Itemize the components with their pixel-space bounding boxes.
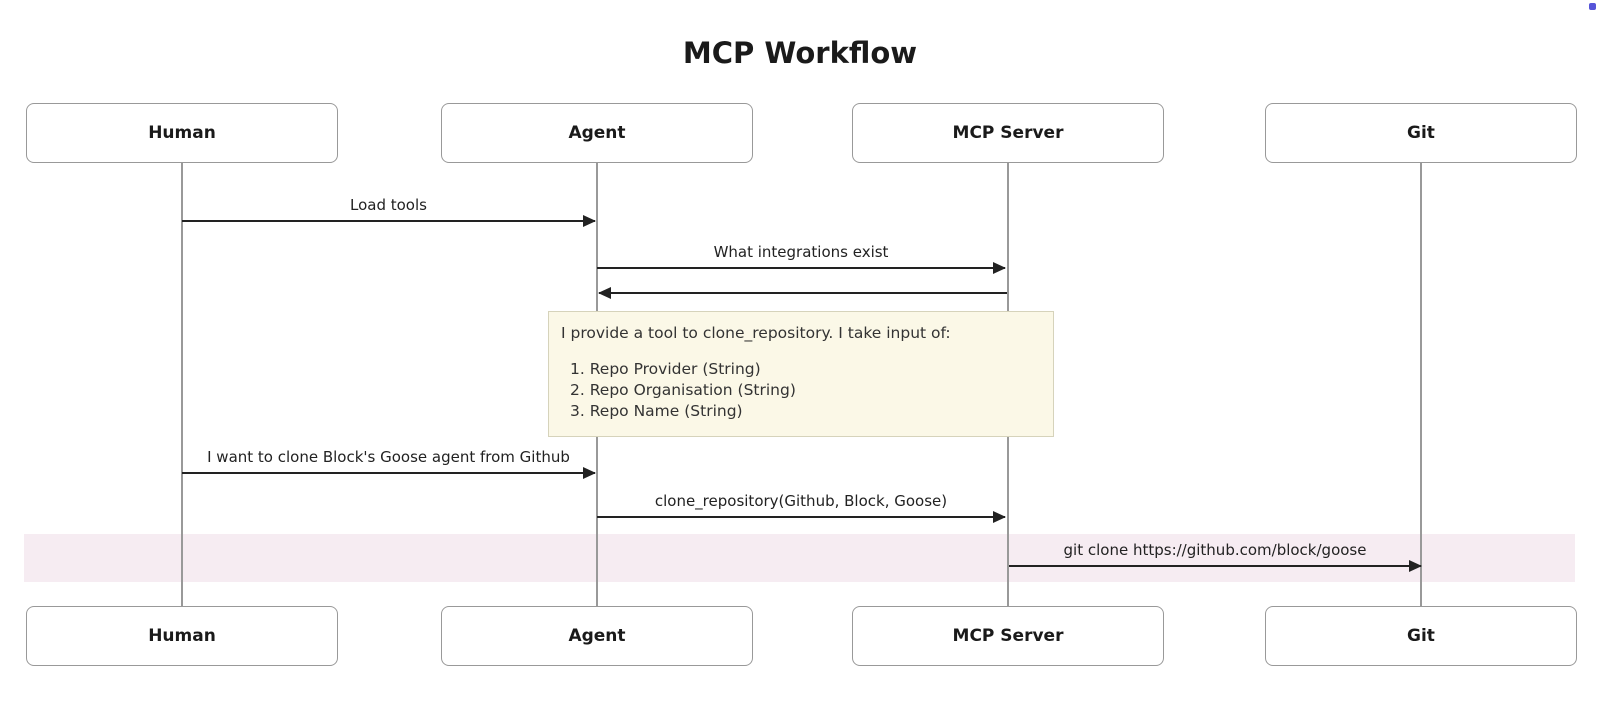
actor-label: MCP Server [952,123,1064,143]
arrowhead-right-icon [1409,560,1422,572]
actor-label: Agent [568,626,626,646]
arrowhead-left-icon [598,287,611,299]
actor-label: Git [1407,123,1435,143]
message-arrow-line [597,262,1006,274]
message-clone-request: I want to clone Block's Goose agent from… [182,440,596,479]
actor-git-top: Git [1265,103,1577,163]
actor-label: Human [148,626,216,646]
message-label: git clone https://github.com/block/goose [1063,541,1367,559]
actor-mcp-server-top: MCP Server [852,103,1164,163]
arrowhead-right-icon [993,511,1006,523]
message-clone-repository-call: clone_repository(Github, Block, Goose) [597,484,1006,523]
actor-label: Git [1407,626,1435,646]
message-what-integrations-exist: What integrations exist [597,235,1006,274]
actor-label: Agent [568,123,626,143]
note-item: 2. Repo Organisation (String) [570,381,796,399]
arrowhead-right-icon [583,215,596,227]
message-arrow-line [182,215,596,227]
lifeline-git [1420,163,1422,606]
message-git-clone: git clone https://github.com/block/goose [1009,533,1422,572]
actor-agent-bottom: Agent [441,606,753,666]
arrowhead-right-icon [993,262,1006,274]
note-clone-repository-tool: I provide a tool to clone_repository. I … [548,311,1054,437]
message-label: I want to clone Block's Goose agent from… [207,448,570,466]
message-arrow-line [598,287,1007,299]
message-label: Load tools [350,196,427,214]
actor-agent-top: Agent [441,103,753,163]
actor-label: Human [148,123,216,143]
actor-label: MCP Server [952,626,1064,646]
diagram-title: MCP Workflow [682,36,918,70]
message-label: What integrations exist [713,243,889,261]
actor-mcp-server-bottom: MCP Server [852,606,1164,666]
message-load-tools: Load tools [182,188,596,227]
actor-human-top: Human [26,103,338,163]
message-arrow-line [1009,560,1422,572]
arrowhead-right-icon [583,467,596,479]
message-reply [598,260,1007,299]
note-item: 1. Repo Provider (String) [570,360,761,378]
highlight-band [24,534,1575,582]
note-intro: I provide a tool to clone_repository. I … [561,324,951,342]
message-label: clone_repository(Github, Block, Goose) [654,492,948,510]
lifeline-human [181,163,183,606]
note-item: 3. Repo Name (String) [570,402,743,420]
actor-human-bottom: Human [26,606,338,666]
cursor-dot [1589,3,1596,10]
actor-git-bottom: Git [1265,606,1577,666]
message-arrow-line [597,511,1006,523]
message-arrow-line [182,467,596,479]
